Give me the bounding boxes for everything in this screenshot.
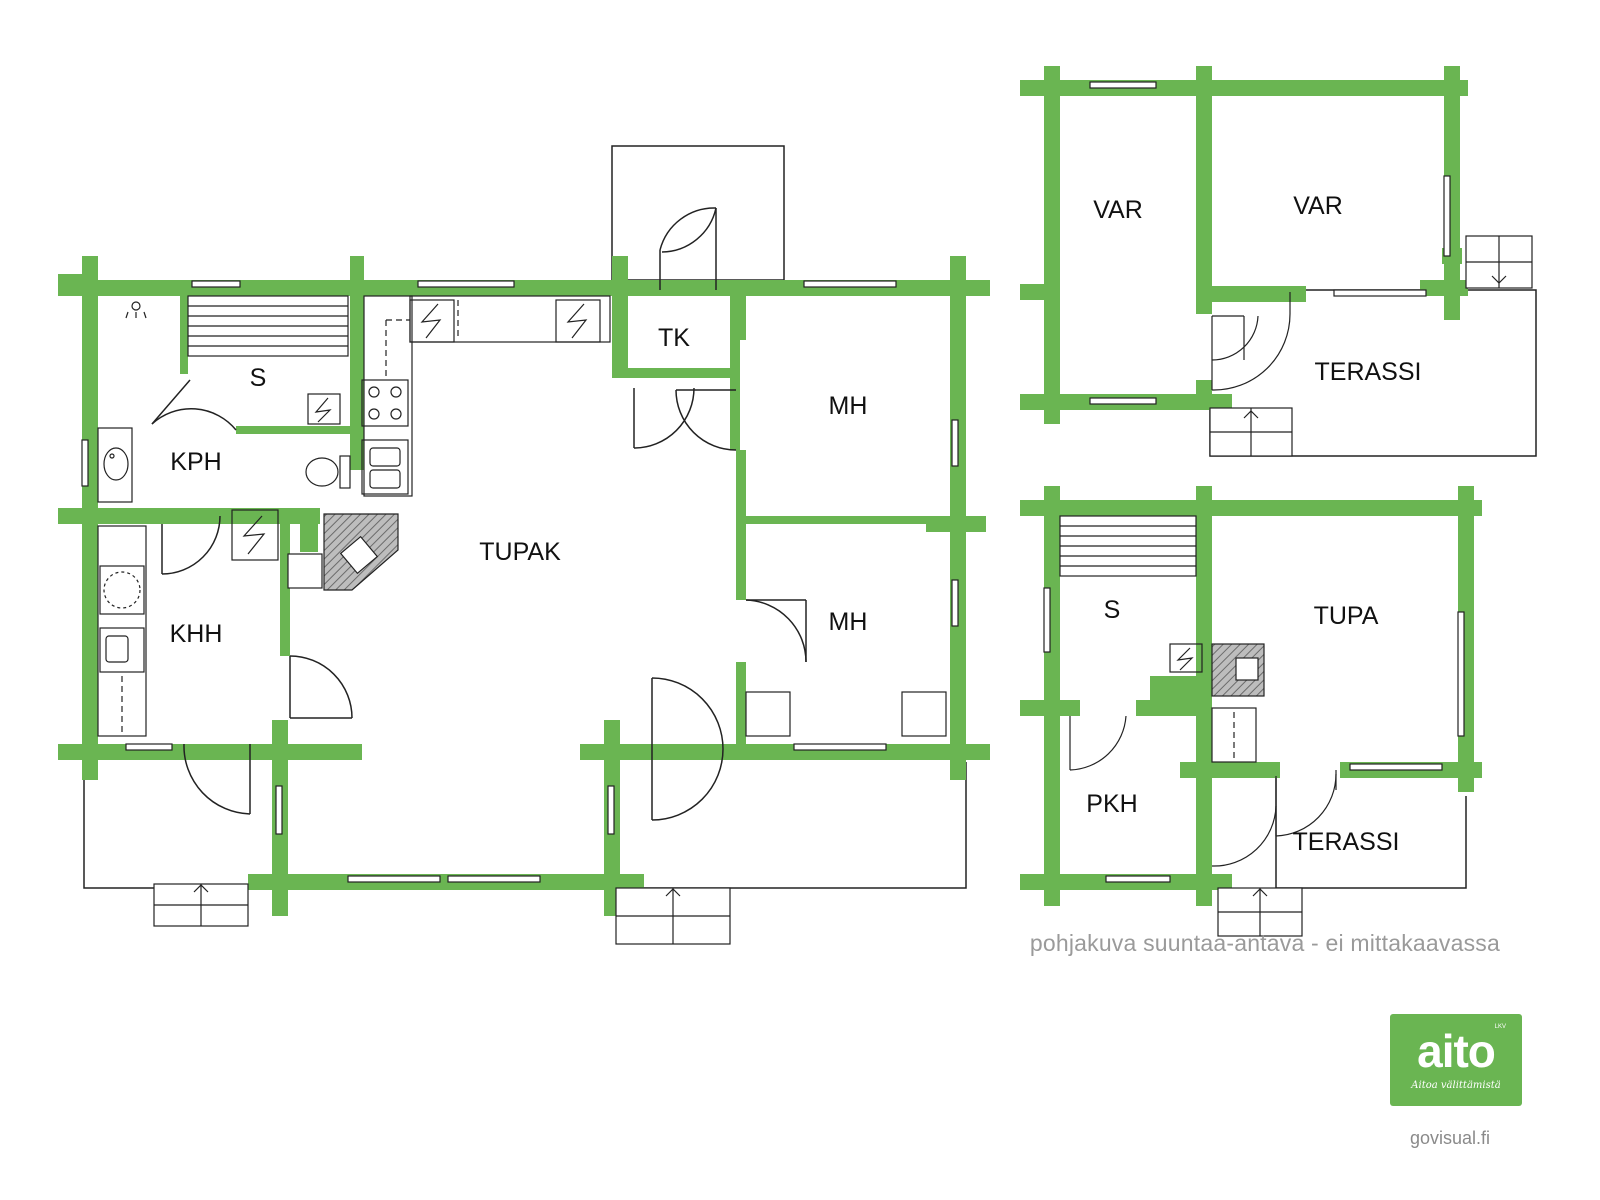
- stairs-arrow-icon: [1217, 887, 1303, 937]
- sauna-doors: [1069, 715, 1337, 867]
- room-label-terassi-sauna: TERASSI: [1293, 828, 1400, 856]
- room-label-terassi-storage: TERASSI: [1315, 358, 1422, 386]
- room-label-mh-upper: MH: [829, 392, 868, 420]
- room-label-var-right: VAR: [1293, 192, 1343, 220]
- storage-walls: [1020, 66, 1468, 424]
- sauna-bench-icon: [1059, 515, 1197, 577]
- porch-left-outline: [83, 762, 620, 889]
- aito-logo[interactable]: LKV aito Aitoa välittämistä: [1390, 1014, 1522, 1106]
- storage-building: VAR VAR TERASSI: [1020, 66, 1537, 457]
- shower-icon: [125, 301, 147, 319]
- cabinet: [901, 691, 947, 737]
- main-walls: [58, 256, 990, 916]
- room-label-tupak: TUPAK: [479, 538, 561, 566]
- washing-machine-icon: [99, 565, 145, 615]
- fireplace-icon: [1211, 643, 1265, 763]
- sauna-building: S TUPA PKH TERASSI: [1020, 486, 1482, 937]
- room-label-tk: TK: [658, 324, 690, 352]
- cabinet: [745, 691, 791, 737]
- cooktop-icon: [361, 379, 409, 427]
- fireplace-icon: [287, 513, 399, 591]
- sauna-walls: [1020, 486, 1482, 906]
- kitchen-counter: [363, 295, 413, 497]
- porch-right-outline: [620, 762, 967, 889]
- sink-icon: [361, 439, 409, 495]
- laundry-counter: [97, 525, 147, 737]
- sauna-bench-icon: [187, 295, 349, 357]
- stairs-arrow-icon: [1465, 235, 1533, 289]
- room-label-pkh: PKH: [1086, 790, 1137, 818]
- room-label-s: S: [250, 364, 267, 392]
- storage-windows: [1089, 81, 1451, 405]
- main-windows: [81, 280, 959, 883]
- toilet-icon: [305, 455, 351, 489]
- logo-slogan: Aitoa välittämistä: [1411, 1080, 1501, 1091]
- stairs-arrow-icon: [153, 883, 249, 927]
- main-doors: [151, 207, 807, 821]
- stairs-arrow-icon: [615, 887, 731, 945]
- logo-word: aito: [1417, 1025, 1496, 1077]
- room-label-mh-lower: MH: [829, 608, 868, 636]
- sink-icon: [99, 627, 145, 673]
- kitchen-counter-top: [409, 295, 611, 343]
- storage-door: [1211, 292, 1291, 391]
- room-label-kph: KPH: [170, 448, 221, 476]
- entrance-canopy-outline: [611, 145, 785, 281]
- logo-tag: LKV: [1494, 1024, 1506, 1030]
- room-label-khh: KHH: [170, 620, 223, 648]
- sauna-windows: [1043, 587, 1465, 883]
- room-label-var-left: VAR: [1093, 196, 1143, 224]
- stairs-arrow-icon: [1209, 407, 1293, 457]
- credit-link[interactable]: govisual.fi: [1409, 1128, 1490, 1148]
- room-label-s-sauna: S: [1104, 596, 1121, 624]
- main-house: S KPH KHH TK TUPAK MH MH: [58, 145, 990, 945]
- room-label-tupa: TUPA: [1314, 602, 1379, 630]
- sink-icon: [97, 427, 133, 503]
- electric-stove-icon: [1169, 643, 1203, 673]
- plan-disclaimer: pohjakuva suuntaa-antava - ei mittakaava…: [1029, 930, 1500, 956]
